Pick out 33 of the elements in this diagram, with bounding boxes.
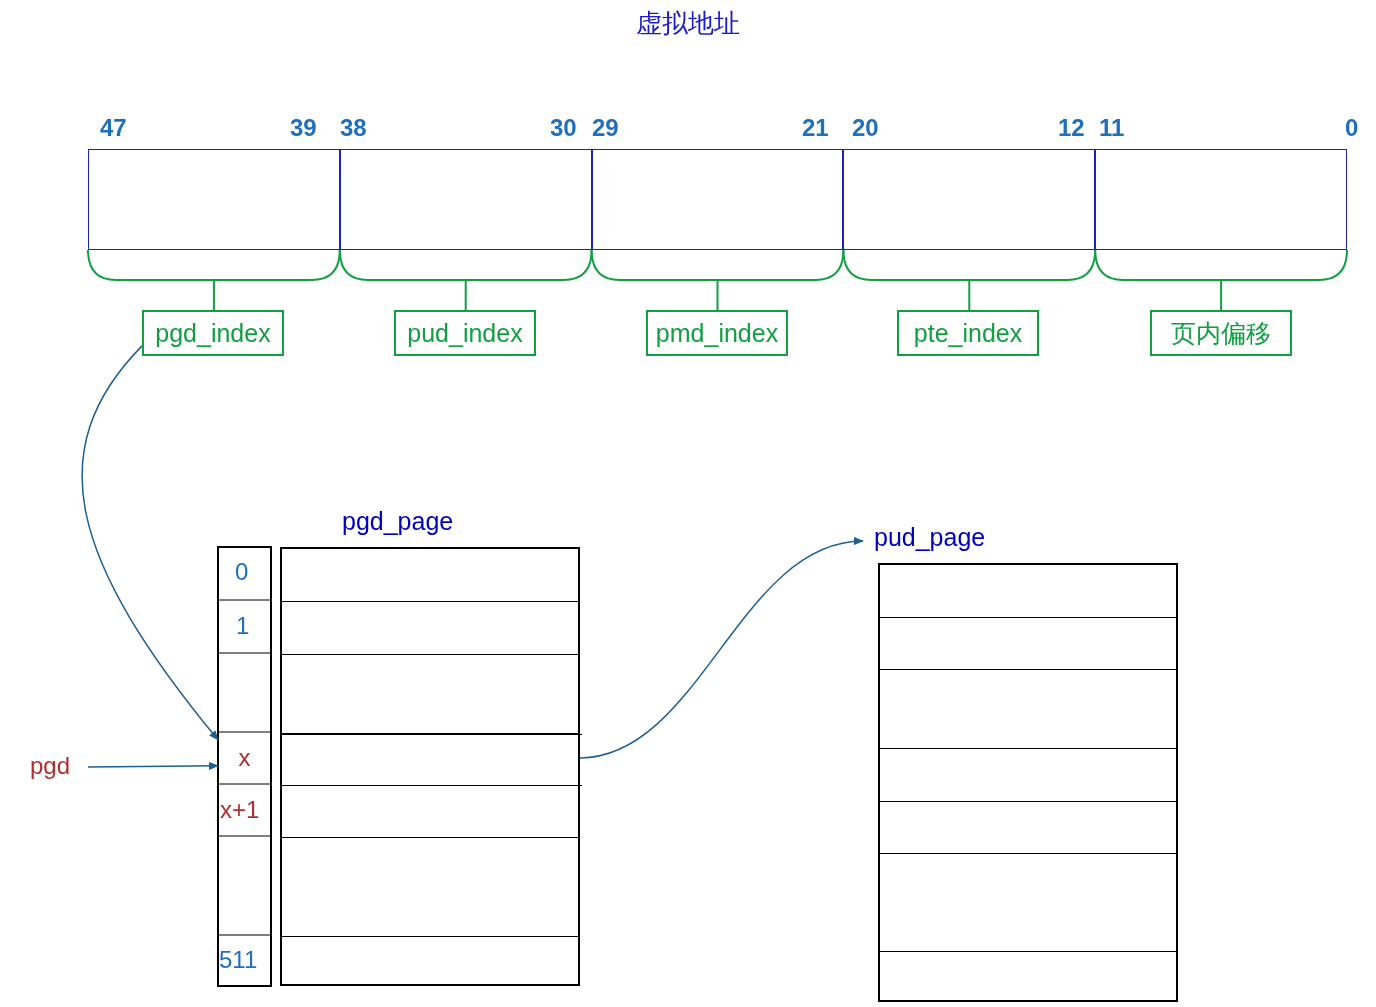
bit-number: 20 [852,114,879,142]
index-label: pte_index [897,310,1039,356]
bit-number: 39 [290,114,317,142]
index-label: 页内偏移 [1150,310,1292,356]
index-value: x+1 [220,796,260,824]
bit-field-box [1095,149,1347,250]
arrow [87,761,219,770]
bit-number: 0 [1345,114,1359,142]
bit-field-box [591,149,844,250]
index-label: pgd_index [142,310,284,356]
index-value: x [218,732,271,784]
bit-number: 38 [340,114,367,142]
bit-number: 30 [550,114,577,142]
bit-number: 47 [100,114,127,142]
index-label: pud_index [394,310,536,356]
bit-number: 21 [802,114,829,142]
pointer-label: pgd [30,752,88,782]
table-entry-row [282,734,582,786]
bit-field-box [339,149,592,250]
table-heading: pud_page [874,523,986,552]
table-heading: pgd_page [342,507,454,536]
bit-field-box [88,149,340,250]
bit-number: 12 [1058,114,1085,142]
bit-field-box [843,149,1096,250]
arrow [81,345,219,741]
bit-number: 29 [592,114,619,142]
bit-number: 11 [1099,114,1125,142]
index-label: pmd_index [646,310,788,356]
index-value: 0 [235,558,249,586]
index-value: 1 [236,612,250,640]
title: 虚拟地址 [635,7,741,40]
arrow [579,538,864,759]
index-value: 511 [219,946,258,974]
